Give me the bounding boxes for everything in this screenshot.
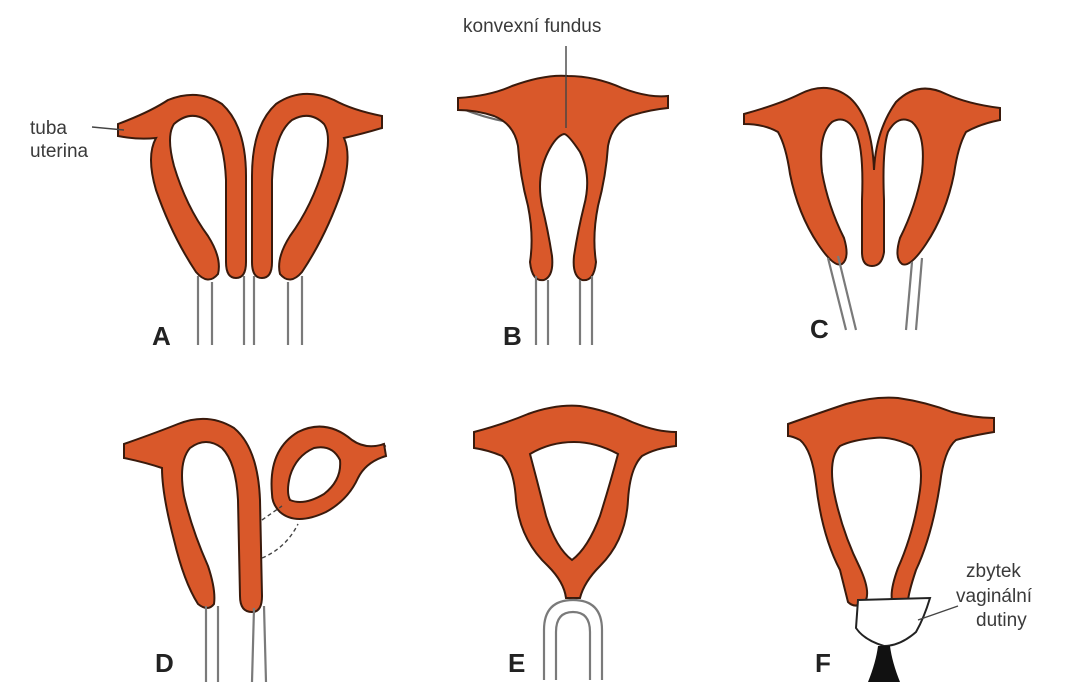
panel-f-figure (788, 398, 994, 682)
panel-d-vagina (206, 606, 266, 682)
zbytek-label-line1: zbytek (966, 561, 1021, 582)
panel-b-uterus (458, 76, 668, 280)
panel-f-uterus (788, 398, 994, 606)
panel-f-vagina-stub (868, 646, 900, 682)
panel-d-letter: D (155, 648, 174, 678)
panel-a-left-horn (118, 95, 246, 280)
panel-c-uterus (744, 88, 1000, 266)
panel-f-letter: F (815, 648, 831, 678)
panel-e-letter: E (508, 648, 525, 678)
panel-c-letter: C (810, 314, 829, 344)
panel-d-unicorn-horn (124, 419, 262, 612)
tuba-uterina-label-line2: uterina (30, 141, 89, 162)
panel-b-figure (458, 76, 668, 345)
panel-e-uterus (474, 406, 676, 598)
tuba-uterina-label-line1: tuba (30, 118, 67, 139)
panel-b-letter: B (503, 321, 522, 351)
panel-a-right-horn (252, 94, 382, 280)
panel-c-vagina (828, 256, 922, 330)
panel-a-vagina-mid (244, 276, 254, 345)
panel-a-vagina-right (288, 276, 302, 345)
zbytek-label-line2: vaginální (956, 586, 1033, 607)
panel-c-figure (744, 88, 1000, 330)
zbytek-label-line3: dutiny (976, 610, 1027, 631)
panel-e-figure (474, 406, 676, 680)
konvexni-fundus-label: konvexní fundus (463, 16, 601, 37)
panel-a-vagina-left (198, 276, 212, 345)
panel-d-rudimentary-horn (272, 427, 386, 519)
panel-a-figure (118, 94, 382, 345)
panel-d-figure (124, 419, 386, 682)
panel-f-vaginal-remnant (856, 598, 930, 646)
panel-e-vagina (544, 600, 602, 680)
panel-a-letter: A (152, 321, 171, 351)
panel-b-vagina (536, 276, 592, 345)
